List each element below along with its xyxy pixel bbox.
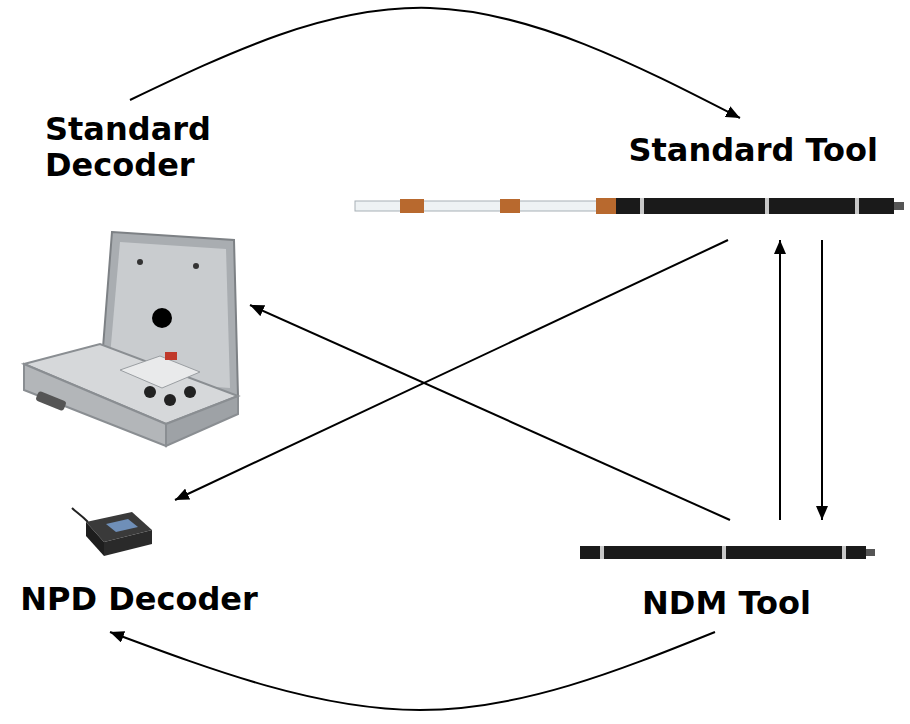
tool-band [600,546,604,559]
case-handle [35,391,67,412]
case-knob [164,394,176,406]
connector-arrow [821,240,823,520]
connector-arrow [110,632,715,710]
case-switch [165,352,177,360]
lid-dot [193,263,199,269]
node-label: Standard Decoder [15,112,245,184]
connector-arrow [779,240,781,520]
tool-tip [866,549,875,556]
tool-body [616,198,894,214]
case-side [166,396,238,446]
node-label: Standard Tool [350,133,906,169]
lid-dot [137,259,143,265]
node-label: NPD Decoder [3,582,275,618]
node-label: NDM Tool [575,586,878,622]
tool-clear-tube [355,201,615,211]
decoder-node: Standard Decoder [15,100,250,450]
ndm-tool [580,546,875,559]
tool-band [842,546,846,559]
connector-arrow [250,305,730,520]
tool-band [640,198,644,214]
connector-arrow [175,240,728,500]
lid-hole [152,308,172,328]
tool-body [580,546,866,559]
copper-band [500,199,520,213]
copper-band [596,198,616,214]
case-panel [120,356,200,388]
npd-sticker [106,519,138,532]
tool-tip [894,202,904,210]
npd-side [86,522,104,556]
tool-node: NDM Tool [575,520,878,632]
tool-band [722,546,726,559]
case-knob [144,386,156,398]
decoder-case [24,232,238,446]
npd-cable [72,508,88,522]
tool-band [855,198,859,214]
npd-front [104,530,152,556]
case-knob [184,386,196,398]
connector-arrow [130,8,740,118]
npd-box [72,508,152,556]
copper-band [400,199,424,213]
tool-band [765,198,769,214]
decoder-node: NPD Decoder [3,500,275,632]
tool-node: Standard Tool [350,118,906,240]
standard-tool [355,198,904,214]
